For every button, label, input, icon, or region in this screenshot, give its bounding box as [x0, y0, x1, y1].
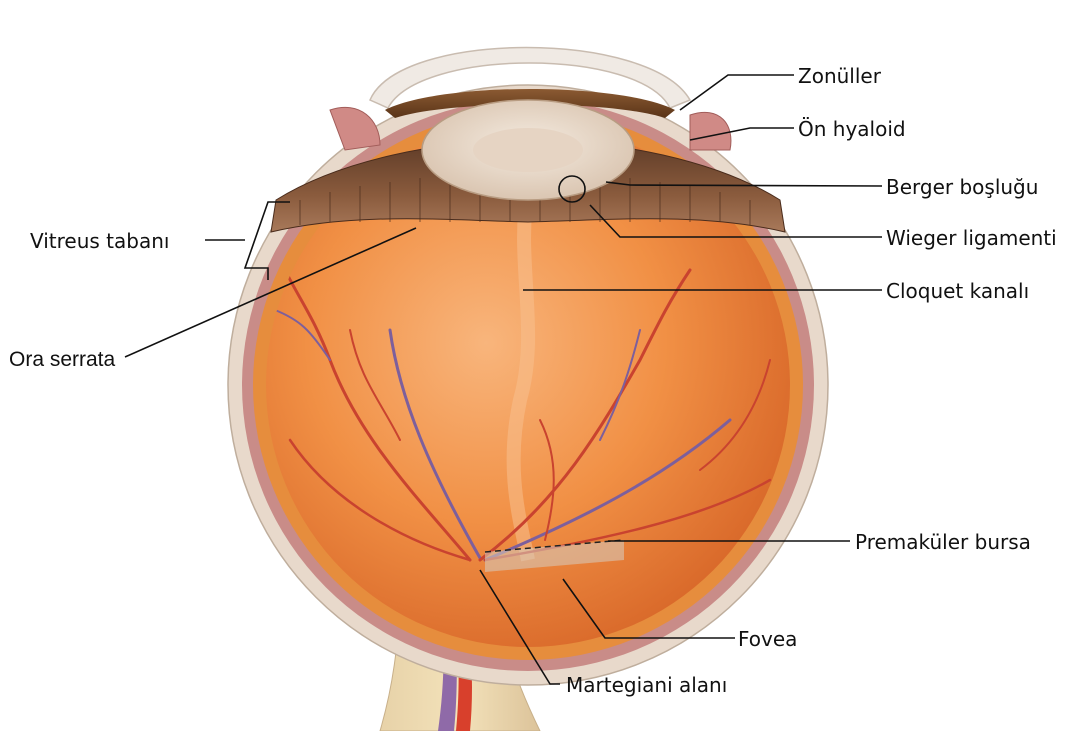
label-ora: Ora serrata: [9, 348, 116, 371]
label-berger: Berger boşluğu: [886, 175, 1038, 199]
label-on-hyaloid: Ön hyaloid: [798, 117, 906, 141]
label-cloquet: Cloquet kanalı: [886, 279, 1029, 303]
label-fovea: Fovea: [738, 627, 797, 651]
label-premakuler: Premaküler bursa: [855, 530, 1031, 554]
label-martegiani: Martegiani alanı: [566, 673, 727, 697]
lens: [422, 100, 634, 200]
leader-zonuller: [680, 75, 794, 110]
label-vitreus: Vitreus tabanı: [30, 229, 169, 253]
label-zonuller: Zonüller: [798, 64, 882, 88]
label-wieger: Wieger ligamenti: [886, 226, 1057, 250]
